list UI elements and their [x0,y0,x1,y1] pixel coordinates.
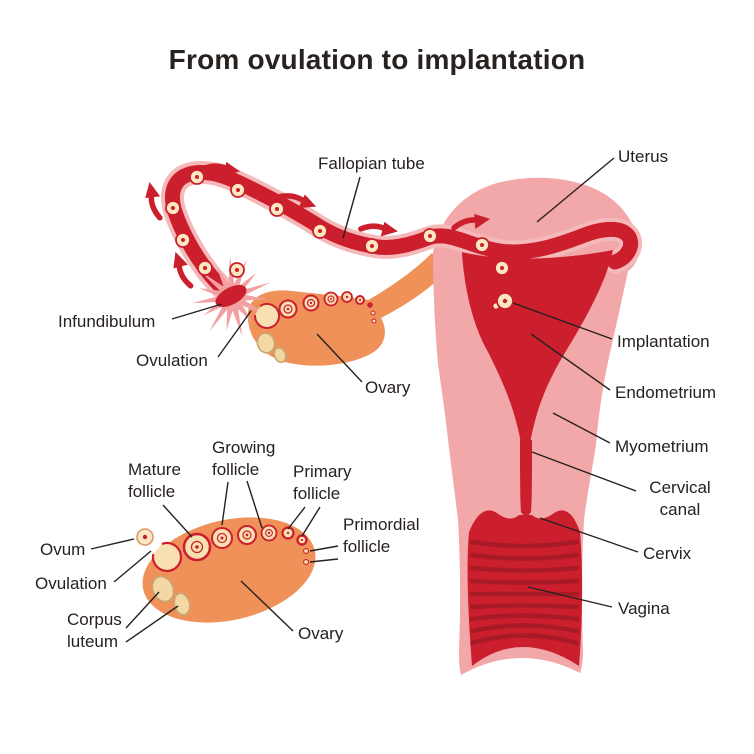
corpus-luteum-shape [173,592,191,616]
egg [269,201,285,217]
label-cervical-canal: Cervical canal [649,478,711,520]
label-myometrium: Myometrium [615,437,709,456]
flow-arrow [145,182,163,221]
pointer-corpus-luteum [125,591,160,629]
pointer-primary-follicle [301,506,321,537]
label-endometrium: Endometrium [615,383,717,402]
ruptured-follicle [254,303,281,329]
egg [312,223,328,239]
ovulation-site [151,541,183,573]
flow-arrow [277,193,317,209]
primary-follicle-shape [296,534,308,546]
label-vagina: Vagina [618,599,670,618]
egg [189,169,205,185]
label-ovulation-top: Ovulation [136,351,208,370]
label-primary-follicle: Primary follicle [293,462,352,504]
egg [474,237,490,253]
flow-arrow [200,161,240,177]
follicle [302,294,320,312]
pointer-ovary-top [316,333,363,383]
pointer-endometrium [530,333,611,391]
ovary-upper-follicles [254,291,377,364]
label-fallopian-tube: Fallopian tube [318,154,425,173]
label-primordial-follicle: Primordial follicle [343,515,420,557]
growing-follicle-shape [237,525,257,545]
cervical-canal-shape [520,440,532,516]
fallopian-tube [165,164,639,304]
pointer-infundibulum [171,303,223,320]
egg [494,260,510,276]
corpus-luteum-shape [273,346,287,364]
egg [364,238,380,254]
pointer-fallopian-tube [342,176,361,239]
egg [197,260,213,276]
pointer-cervix [539,517,639,553]
label-implantation: Implantation [617,332,710,351]
follicle [341,291,353,303]
travelling-eggs [165,169,514,311]
pointer-primordial-follicle [309,558,339,563]
pointer-ovulation-bottom [113,550,152,583]
follicle [367,302,373,308]
primordial-follicle-dot [371,318,377,324]
pointer-ovary-bottom [240,580,294,632]
egg [165,200,181,216]
label-growing-follicle: Growing follicle [212,438,276,480]
label-ovulation-bottom: Ovulation [35,574,107,593]
ovary-upper-body [247,253,449,366]
pointer-myometrium [552,412,611,444]
follicle [323,291,339,307]
pointer-primary-follicle [287,506,306,530]
label-ovary-top: Ovary [365,378,411,397]
primordial-follicle-dot [303,548,309,554]
egg [175,232,191,248]
pointer-implantation [512,302,613,340]
label-infundibulum: Infundibulum [58,312,156,331]
egg [422,228,438,244]
implantation-egg [491,292,514,311]
pointer-lines [90,157,639,643]
primordial-follicle-dot [370,310,376,316]
label-uterus: Uterus [618,147,669,166]
page-title: From ovulation to implantation [168,44,586,75]
label-mature-follicle: Mature follicle [128,460,181,502]
pointer-corpus-luteum [125,605,179,643]
pointer-cervical-canal [531,451,637,492]
primary-follicle-shape [281,526,295,540]
flow-arrow [358,221,398,237]
follicle [355,295,365,305]
egg [229,262,245,278]
infundibulum-shape [191,256,271,337]
pointer-ovulation-top [217,310,252,358]
pointer-mature-follicle [162,504,193,538]
flow-arrow [451,213,491,231]
corpus-luteum-shape [151,575,175,603]
ovary-upper [247,253,449,366]
flow-arrow [173,251,194,289]
growing-follicle-shape [260,524,278,542]
mature-follicle-shape [182,532,212,562]
growing-follicle-shape [211,527,233,549]
label-ovum: Ovum [40,540,86,559]
pointer-primordial-follicle [309,545,339,552]
label-corpus-luteum: Corpus luteum [67,610,122,652]
ovum-shape [136,528,154,546]
pointer-growing-follicle [221,481,229,526]
vagina-interior [467,510,583,666]
label-cervix: Cervix [643,544,692,563]
pointer-ovum [90,538,135,550]
pointer-uterus [536,157,615,223]
flow-arrows [145,161,491,289]
corpus-luteum-shape [256,332,276,354]
infundibulum-opening [215,285,247,307]
vagina-rugae [469,539,580,646]
pointer-growing-follicle [246,480,263,529]
primordial-follicle-dot [303,559,309,565]
follicle [278,299,298,319]
label-ovary-bottom: Ovary [298,624,344,643]
ovary-lower [136,517,316,623]
egg [230,182,246,198]
pointer-vagina [527,586,613,608]
